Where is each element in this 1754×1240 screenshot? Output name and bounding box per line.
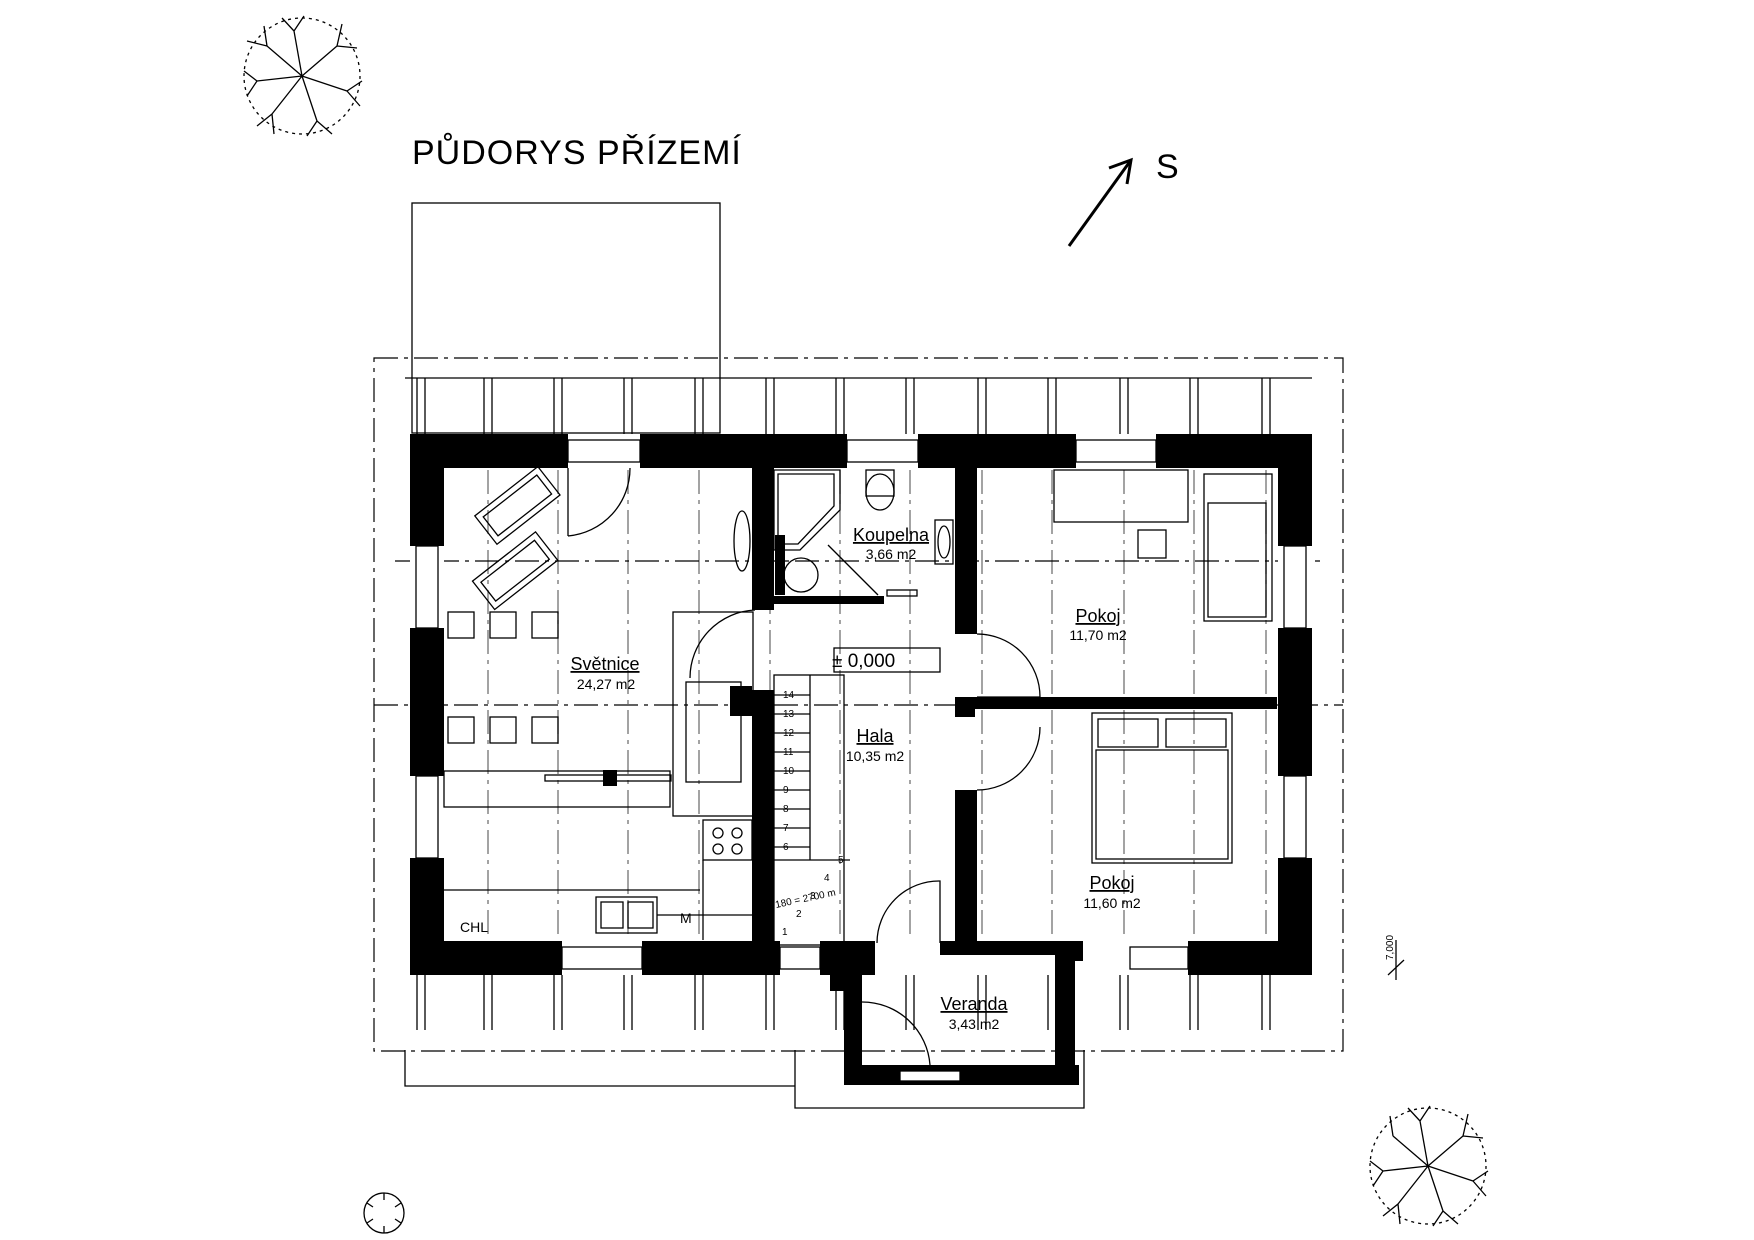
room-name: Hala: [856, 726, 894, 746]
stair-step-number: 13: [783, 709, 795, 720]
stair-step-number: 9: [783, 785, 789, 796]
room-name: Světnice: [570, 654, 639, 674]
north-arrow: [1067, 157, 1133, 247]
north-label: S: [1156, 148, 1179, 186]
stair-step-number: 2: [796, 909, 802, 920]
stair-step-number: 8: [783, 804, 789, 815]
stair-step-number: 4: [824, 873, 830, 884]
stair-step-number: 1: [782, 927, 788, 938]
room-area: 3,43 m2: [949, 1016, 1000, 1032]
stair-step-number: 5: [838, 855, 844, 866]
room-area: 3,66 m2: [866, 546, 917, 562]
tree-symbol: [243, 15, 363, 137]
room-label-svetnice: Světnice 24,27 m2: [570, 654, 639, 692]
height-dimension: [1387, 940, 1405, 980]
terrace-outline: [411, 202, 721, 434]
stair-note: 180 = 2700 m: [774, 887, 836, 911]
stair-step-number: 6: [783, 842, 789, 853]
washer-label: M: [680, 910, 692, 926]
level-mark: ± 0,000: [832, 651, 895, 672]
room-area: 11,60 m2: [1083, 895, 1141, 911]
shrub-symbol: [363, 1192, 405, 1234]
room-name: Pokoj: [1089, 873, 1134, 893]
room-label-pokoj-2: Pokoj 11,60 m2: [1083, 873, 1141, 911]
room-name: Veranda: [940, 994, 1008, 1014]
tree-symbol: [1369, 1105, 1489, 1227]
stair-step-number: 12: [783, 728, 795, 739]
bathroom-fixtures: [773, 469, 954, 597]
stair-step-number: 10: [783, 766, 795, 777]
room-label-koupelna: Koupelna 3,66 m2: [853, 525, 930, 562]
windows: [415, 439, 1307, 1082]
fridge-label: CHL: [460, 919, 488, 935]
room-name: Pokoj: [1075, 606, 1120, 626]
room-area: 11,70 m2: [1069, 627, 1127, 643]
room-label-pokoj-1: Pokoj 11,70 m2: [1069, 606, 1127, 643]
level-marker: [833, 647, 941, 673]
staircase: [773, 674, 850, 946]
room-label-hala: Hala 10,35 m2: [846, 726, 905, 764]
roof-rafters: [416, 378, 1271, 1030]
drawing-title: PŮDORYS PŘÍZEMÍ: [412, 133, 742, 172]
stair-step-number: 14: [783, 690, 795, 701]
stair-step-number: 11: [783, 747, 794, 758]
bedroom-furniture: [1053, 469, 1273, 864]
room-name: Koupelna: [853, 525, 930, 545]
room-area: 10,35 m2: [846, 748, 905, 764]
living-room-furniture: [443, 465, 754, 940]
stair-step-number: 7: [783, 823, 789, 834]
height-mark: 7,000: [1385, 935, 1396, 960]
room-label-veranda: Veranda 3,43 m2: [940, 994, 1008, 1032]
room-area: 24,27 m2: [577, 676, 636, 692]
stair-step-number: 3: [810, 891, 816, 902]
